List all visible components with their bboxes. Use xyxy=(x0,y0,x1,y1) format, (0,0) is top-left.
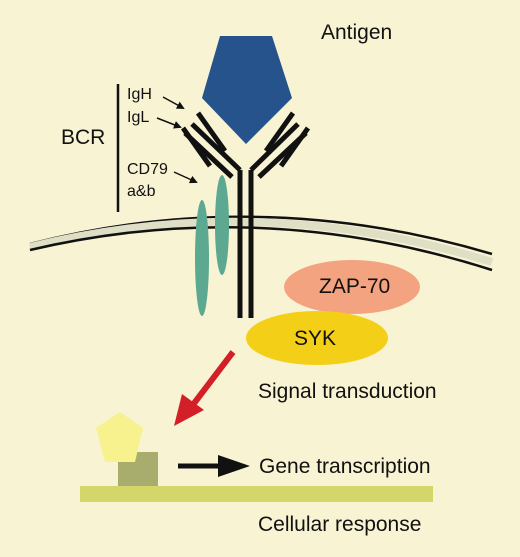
transcription-arrow xyxy=(178,455,250,477)
syk-ellipse xyxy=(246,311,388,365)
bcr-label: BCR xyxy=(61,126,106,149)
antibody xyxy=(180,111,311,318)
factor-pentagon xyxy=(96,412,143,462)
igh-label: IgH xyxy=(127,86,152,103)
signal-arrow xyxy=(174,350,236,426)
cd79a-ellipse xyxy=(195,200,209,316)
syk-label: SYK xyxy=(294,327,337,350)
signal-transduction-label: Signal transduction xyxy=(258,380,437,403)
antigen-shape xyxy=(202,36,292,144)
igh-pointer-arrow xyxy=(162,96,185,109)
cd79-ab-label: a&b xyxy=(127,183,156,200)
antigen-label: Antigen xyxy=(321,21,393,44)
cd79-label: CD79 xyxy=(127,161,168,178)
dna-bar xyxy=(80,486,433,502)
zap70-ellipse xyxy=(284,260,420,314)
cellular-response-label: Cellular response xyxy=(258,513,422,536)
igl-pointer-arrow xyxy=(156,117,182,129)
cell-membrane xyxy=(29,215,494,272)
zap70-label: ZAP-70 xyxy=(319,275,391,298)
igl-label: IgL xyxy=(127,109,150,126)
cd79-pointer-arrow xyxy=(173,171,198,184)
gene-transcription-label: Gene transcription xyxy=(259,455,431,478)
cd79b-ellipse xyxy=(215,175,229,275)
